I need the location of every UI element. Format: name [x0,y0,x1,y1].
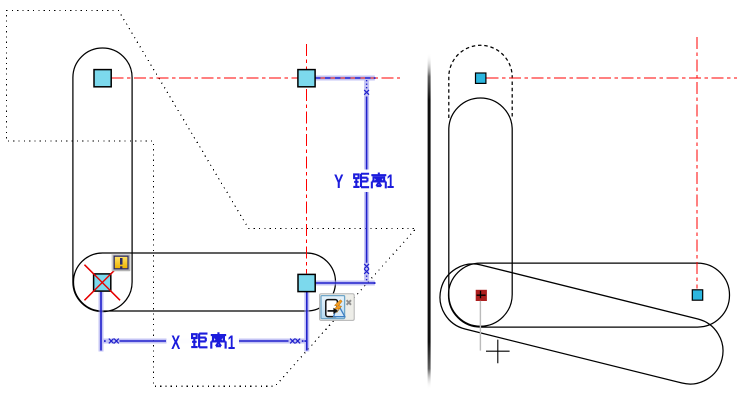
svg-text:1: 1 [228,332,236,354]
svg-text:1: 1 [387,171,395,193]
svg-text:1: 1 [387,171,395,193]
svg-text:1: 1 [228,332,236,354]
svg-text:X: X [171,332,180,354]
svg-text:X: X [171,332,180,354]
svg-text:Y: Y [334,171,344,193]
svg-text:Y: Y [334,171,344,193]
